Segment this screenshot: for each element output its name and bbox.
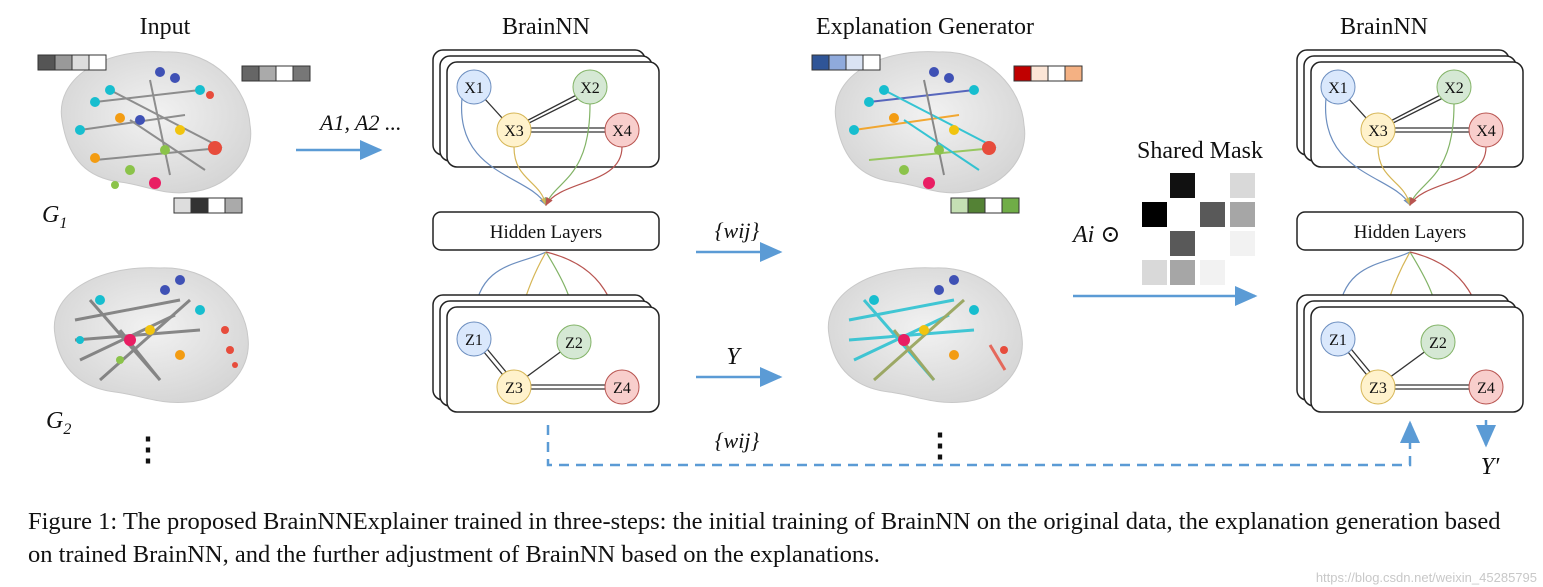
node-z1-left (456, 321, 492, 357)
feature-strip-g1-bottom (173, 197, 243, 214)
brain-image-explain-1 (834, 51, 1026, 194)
feature-strip-g1-top (37, 54, 107, 71)
svg-text:X2: X2 (580, 80, 600, 97)
ellipsis-input: ⋮ (132, 431, 164, 467)
svg-text:X1: X1 (464, 80, 484, 97)
feature-strip-g1-right (241, 65, 311, 82)
feature-strip-explain-red (1013, 65, 1083, 82)
brain-image-g2 (53, 267, 249, 404)
label-ai-odot: Ai ⊙ (1071, 222, 1120, 248)
node-z2-right (1420, 324, 1456, 360)
header-input: Input (140, 14, 191, 40)
label-weights-bottom: {wij} (715, 428, 760, 453)
svg-text:X3: X3 (1368, 123, 1388, 140)
ellipsis-explain: ⋮ (924, 427, 956, 463)
feature-strip-explain-green (950, 197, 1020, 214)
node-z4-left (604, 369, 640, 405)
svg-text:X1: X1 (1328, 80, 1348, 97)
svg-text:X4: X4 (1476, 123, 1496, 140)
brain-image-g1 (60, 51, 252, 194)
feature-strip-explain-blue (811, 54, 881, 71)
label-y-prime: Y′ (1481, 454, 1500, 480)
hidden-layers-right (1296, 211, 1524, 251)
svg-text:X3: X3 (504, 123, 524, 140)
shared-mask-title: Shared Mask (1137, 138, 1263, 164)
node-z1-right (1320, 321, 1356, 357)
node-x1-left (456, 69, 492, 105)
svg-text:Z3: Z3 (505, 380, 523, 397)
brainnn-right-module: X1 X2 X3 X4 Hidden Layers Z1 Z2 Z3 Z4 (1296, 49, 1524, 413)
watermark: https://blog.csdn.net/weixin_45285795 (1315, 570, 1537, 585)
brain-image-explain-2 (827, 267, 1023, 404)
svg-text:Z3: Z3 (1369, 380, 1387, 397)
brainnn-left-module: X1 X2 X3 X4 Hidden Layers Z1 Z2 Z3 (432, 49, 660, 413)
header-brainnn-left: BrainNN (502, 14, 590, 40)
node-z4-right (1468, 369, 1504, 405)
svg-text:Z2: Z2 (565, 335, 583, 352)
shared-mask-grid (1142, 173, 1255, 285)
hidden-layers-right-label: Hidden Layers (1354, 222, 1466, 243)
figure-caption: Figure 1: The proposed BrainNNExplainer … (28, 508, 1501, 568)
hidden-layers-left-label: Hidden Layers (490, 222, 602, 243)
node-x1-right (1320, 69, 1356, 105)
dashed-weights-feedback-arrow (546, 420, 1420, 467)
svg-text:Z4: Z4 (613, 380, 631, 397)
svg-text:Z1: Z1 (465, 332, 483, 349)
header-brainnn-right: BrainNN (1340, 14, 1428, 40)
svg-text:X4: X4 (612, 123, 632, 140)
svg-text:Z2: Z2 (1429, 335, 1447, 352)
label-y: Y (726, 344, 742, 370)
graph-label-g1: G1 (42, 202, 67, 232)
svg-text:Z1: Z1 (1329, 332, 1347, 349)
label-adjacency-sequence: A1, A2 ... (318, 110, 402, 135)
label-weights-top: {wij} (715, 218, 760, 243)
header-explanation-generator: Explanation Generator (816, 14, 1034, 40)
graph-label-g2: G2 (46, 408, 71, 438)
node-z2-left (556, 324, 592, 360)
node-z3-left (496, 369, 532, 405)
node-z3-right (1360, 369, 1396, 405)
hidden-layers-left (432, 211, 660, 251)
svg-text:Z4: Z4 (1477, 380, 1495, 397)
svg-text:X2: X2 (1444, 80, 1464, 97)
